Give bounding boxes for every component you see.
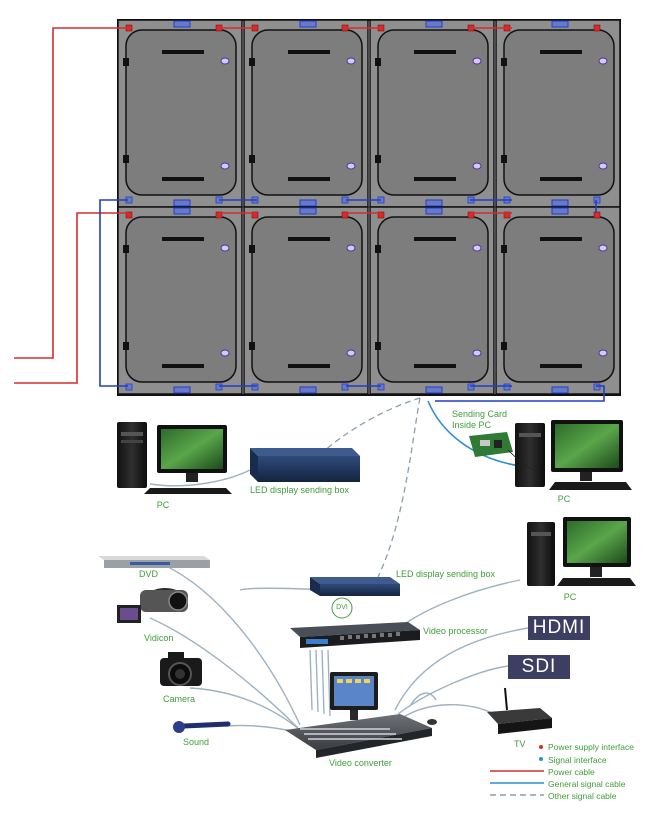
led-cabinet <box>369 206 495 395</box>
led-cabinet <box>369 19 495 208</box>
led-cabinet <box>495 206 621 395</box>
legend-marker-dot <box>539 745 543 749</box>
led-cabinet <box>495 19 621 208</box>
vidicon-icon <box>117 588 188 623</box>
tv-label: TV <box>514 739 526 749</box>
video-cables <box>149 469 529 734</box>
camera-icon <box>160 652 202 686</box>
pc-right-mid-icon <box>527 517 636 586</box>
legend-power-supply-interface: Power supply interface <box>548 742 634 752</box>
hdmi-badge: HDMI <box>528 616 590 640</box>
legend-power-cable: Power cable <box>548 767 595 777</box>
dvd-player-icon <box>98 556 210 568</box>
pc-left-label: PC <box>156 500 170 510</box>
sending-box-mid-label: LED display sending box <box>396 569 496 579</box>
dvd-label: DVD <box>139 569 159 579</box>
sending-card-icon <box>469 432 541 473</box>
pc-right-top-label: PC <box>557 494 571 504</box>
sending-box-top-icon <box>250 448 360 482</box>
sdi-badge: SDI <box>508 655 570 679</box>
led-cabinet <box>243 19 369 208</box>
legend-other-signal-cable: Other signal cable <box>548 791 617 801</box>
inside-pc-label: Inside PC <box>452 420 492 430</box>
legend-general-signal-cable: General signal cable <box>548 779 626 789</box>
video-converter-label: Video converter <box>329 758 392 768</box>
microphone-icon <box>173 721 231 733</box>
general-signal-cables <box>427 400 521 467</box>
sending-box-top-label: LED display sending box <box>250 485 350 495</box>
camera-label: Camera <box>163 694 196 704</box>
legend-signal-interface: Signal interface <box>548 755 607 765</box>
legend-markers <box>490 745 544 796</box>
vidicon-label: Vidicon <box>144 633 174 643</box>
dvi-connector-icon <box>331 597 353 619</box>
sound-label: Sound <box>183 737 210 747</box>
led-cabinet <box>117 206 243 395</box>
video-converter-icon <box>285 672 437 758</box>
dvi-label: DVI <box>336 604 348 611</box>
led-wall <box>117 19 621 396</box>
power-cables <box>14 27 512 384</box>
pc-right-mid-label: PC <box>563 592 577 602</box>
signal-cables <box>99 199 605 402</box>
led-cabinet <box>117 19 243 208</box>
led-cabinet <box>243 206 369 395</box>
pc-left-icon <box>117 422 232 494</box>
legend-marker-dot <box>539 757 543 761</box>
video-processor-icon <box>290 622 420 648</box>
other-signal-cables <box>309 397 421 578</box>
sending-box-mid-icon <box>310 577 400 596</box>
sending-card-label: Sending Card <box>452 409 508 419</box>
pc-right-top-icon <box>515 420 632 490</box>
video-processor-label: Video processor <box>423 626 488 636</box>
tv-box-icon <box>487 687 552 734</box>
